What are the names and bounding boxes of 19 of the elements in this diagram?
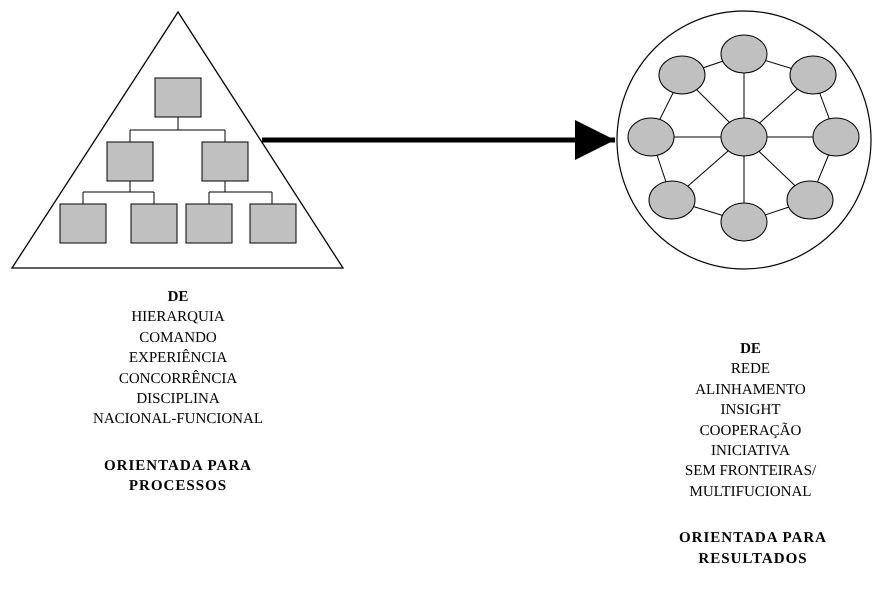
network-circle-drawing <box>616 10 872 270</box>
list-item: COMANDO <box>138 328 218 348</box>
list-item: SEM FRONTEIRAS/ MULTIFUCIONAL <box>684 462 818 502</box>
list-item: DISCIPLINA <box>135 390 221 410</box>
list-item: COOPERAÇÃO <box>698 422 802 441</box>
orientation-caption: ORIENTADA PARA RESULTADOS <box>678 529 828 569</box>
column-heading: DE <box>740 340 761 359</box>
list-item: CONCORRÊNCIA <box>118 369 238 389</box>
list-item: REDE <box>730 360 772 380</box>
list-item: EXPERIÊNCIA <box>128 348 228 368</box>
list-item: ALINHAMENTO <box>694 380 807 400</box>
org-chart-triangle-drawing <box>10 10 344 269</box>
list-item: HIERARQUIA <box>130 308 226 328</box>
list-item: NACIONAL-FUNCIONAL <box>93 410 263 430</box>
column-heading: DE <box>168 288 188 307</box>
arrow <box>262 120 615 160</box>
list-item: INSIGHT <box>720 401 782 420</box>
orientation-caption: ORIENTADA PARA PROCESSOS <box>102 456 254 496</box>
list-item: INICIATIVA <box>710 442 791 462</box>
